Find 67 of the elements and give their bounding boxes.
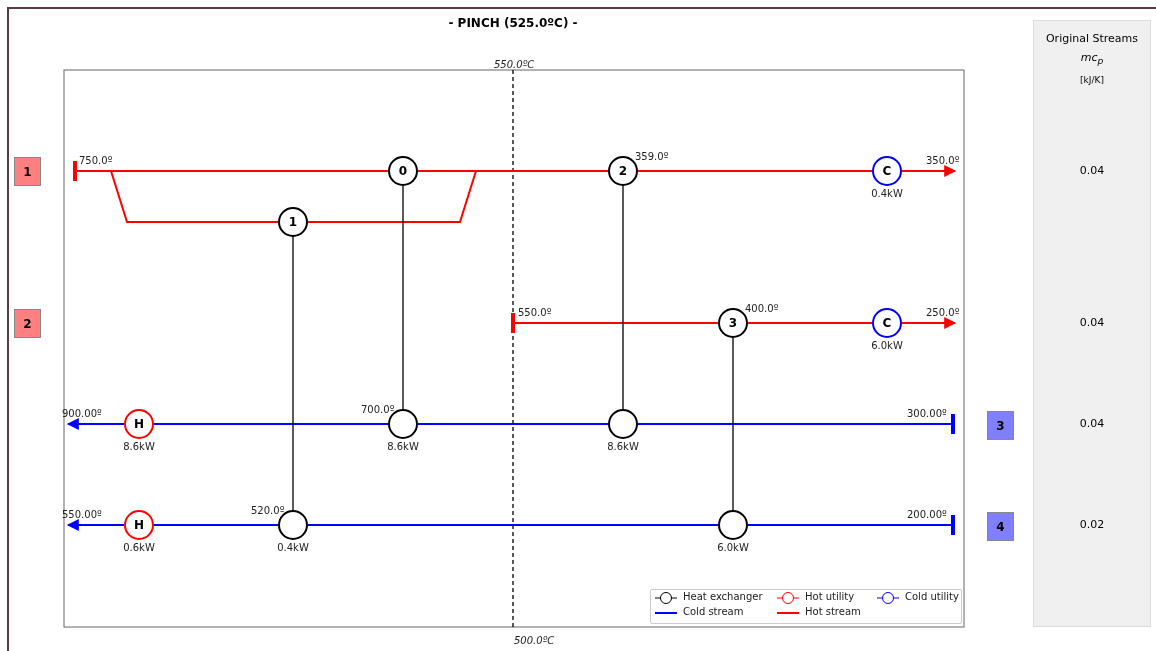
temperature-label: 359.0º: [635, 151, 669, 162]
temperature-label: 350.0º: [926, 155, 960, 166]
temperature-label: 300.00º: [907, 408, 947, 419]
legend-label: Cold stream: [683, 606, 744, 617]
streams-panel: [1033, 20, 1151, 627]
temperature-label: 700.0º: [361, 404, 395, 415]
stream-line: [73, 161, 389, 181]
exchanger-link-line: [622, 185, 624, 410]
hot-utility-circle: H: [124, 510, 154, 540]
temperature-label: 550.0ºC: [494, 59, 535, 70]
temperature-label: 200.00º: [907, 509, 947, 520]
cold-utility-circle: C: [872, 156, 902, 186]
heat-duty-label: 8.6kW: [606, 441, 640, 452]
exchanger-link-line: [402, 185, 404, 410]
stream-line: [747, 515, 955, 535]
temperature-label: 550.00º: [62, 509, 102, 520]
chart-title: - PINCH (525.0ºC) -: [447, 16, 579, 30]
stream-number-box: 2: [14, 309, 41, 338]
heat-duty-label: 0.4kW: [870, 188, 904, 199]
exchanger-link-line: [292, 236, 294, 511]
heat-exchanger-circle: 2: [608, 156, 638, 186]
cold-utility-circle: C: [872, 308, 902, 338]
temperature-label: 400.0º: [745, 303, 779, 314]
legend-label: Cold utility: [905, 591, 959, 602]
temperature-label: 500.0ºC: [514, 635, 555, 646]
stream-line: [637, 170, 873, 172]
temperature-label: 750.0º: [79, 155, 113, 166]
legend-label: Hot utility: [805, 591, 855, 602]
stream-line: [901, 317, 957, 329]
stream-line: [417, 423, 609, 425]
panel-heading: Original Streams: [1044, 32, 1140, 45]
heat-duty-label: 0.6kW: [122, 542, 156, 553]
stream-number-box: 1: [14, 157, 41, 186]
stream-line: [511, 313, 719, 333]
stream-line: [307, 170, 609, 223]
stream-number-box: 4: [987, 512, 1014, 541]
mcp-value: 0.02: [1078, 518, 1106, 531]
temperature-label: 550.0º: [518, 307, 552, 318]
stream-line: [66, 418, 125, 430]
heat-exchanger-circle: 1: [278, 207, 308, 237]
temperature-label: 520.0º: [251, 505, 285, 516]
temperature-label: 900.00º: [62, 408, 102, 419]
stream-line: [637, 414, 955, 434]
stream-line: [153, 524, 279, 526]
mcp-symbol: mc$_{p}$: [1079, 51, 1105, 67]
stream-line: [110, 170, 279, 223]
mcp-value: 0.04: [1078, 316, 1106, 329]
heat-duty-label: 0.4kW: [276, 542, 310, 553]
heat-duty-label: 8.6kW: [386, 441, 420, 452]
stream-line: [307, 524, 719, 526]
legend-label: Hot stream: [805, 606, 861, 617]
mcp-value: 0.04: [1078, 417, 1106, 430]
legend-label: Heat exchanger: [683, 591, 763, 602]
stream-line: [747, 322, 873, 324]
temperature-label: 250.0º: [926, 307, 960, 318]
hot-utility-circle: H: [124, 409, 154, 439]
stream-number-box: 3: [987, 411, 1014, 440]
stream-line: [66, 519, 125, 531]
heat-duty-label: 8.6kW: [122, 441, 156, 452]
heat-exchanger-circle: 0: [388, 156, 418, 186]
mcp-value: 0.04: [1078, 164, 1106, 177]
exchanger-link-line: [732, 337, 734, 511]
unit-label: [kJ/K]: [1079, 75, 1105, 85]
heat-duty-label: 6.0kW: [870, 340, 904, 351]
heat-duty-label: 6.0kW: [716, 542, 750, 553]
stream-line: [901, 165, 957, 177]
stream-line: [153, 423, 389, 425]
